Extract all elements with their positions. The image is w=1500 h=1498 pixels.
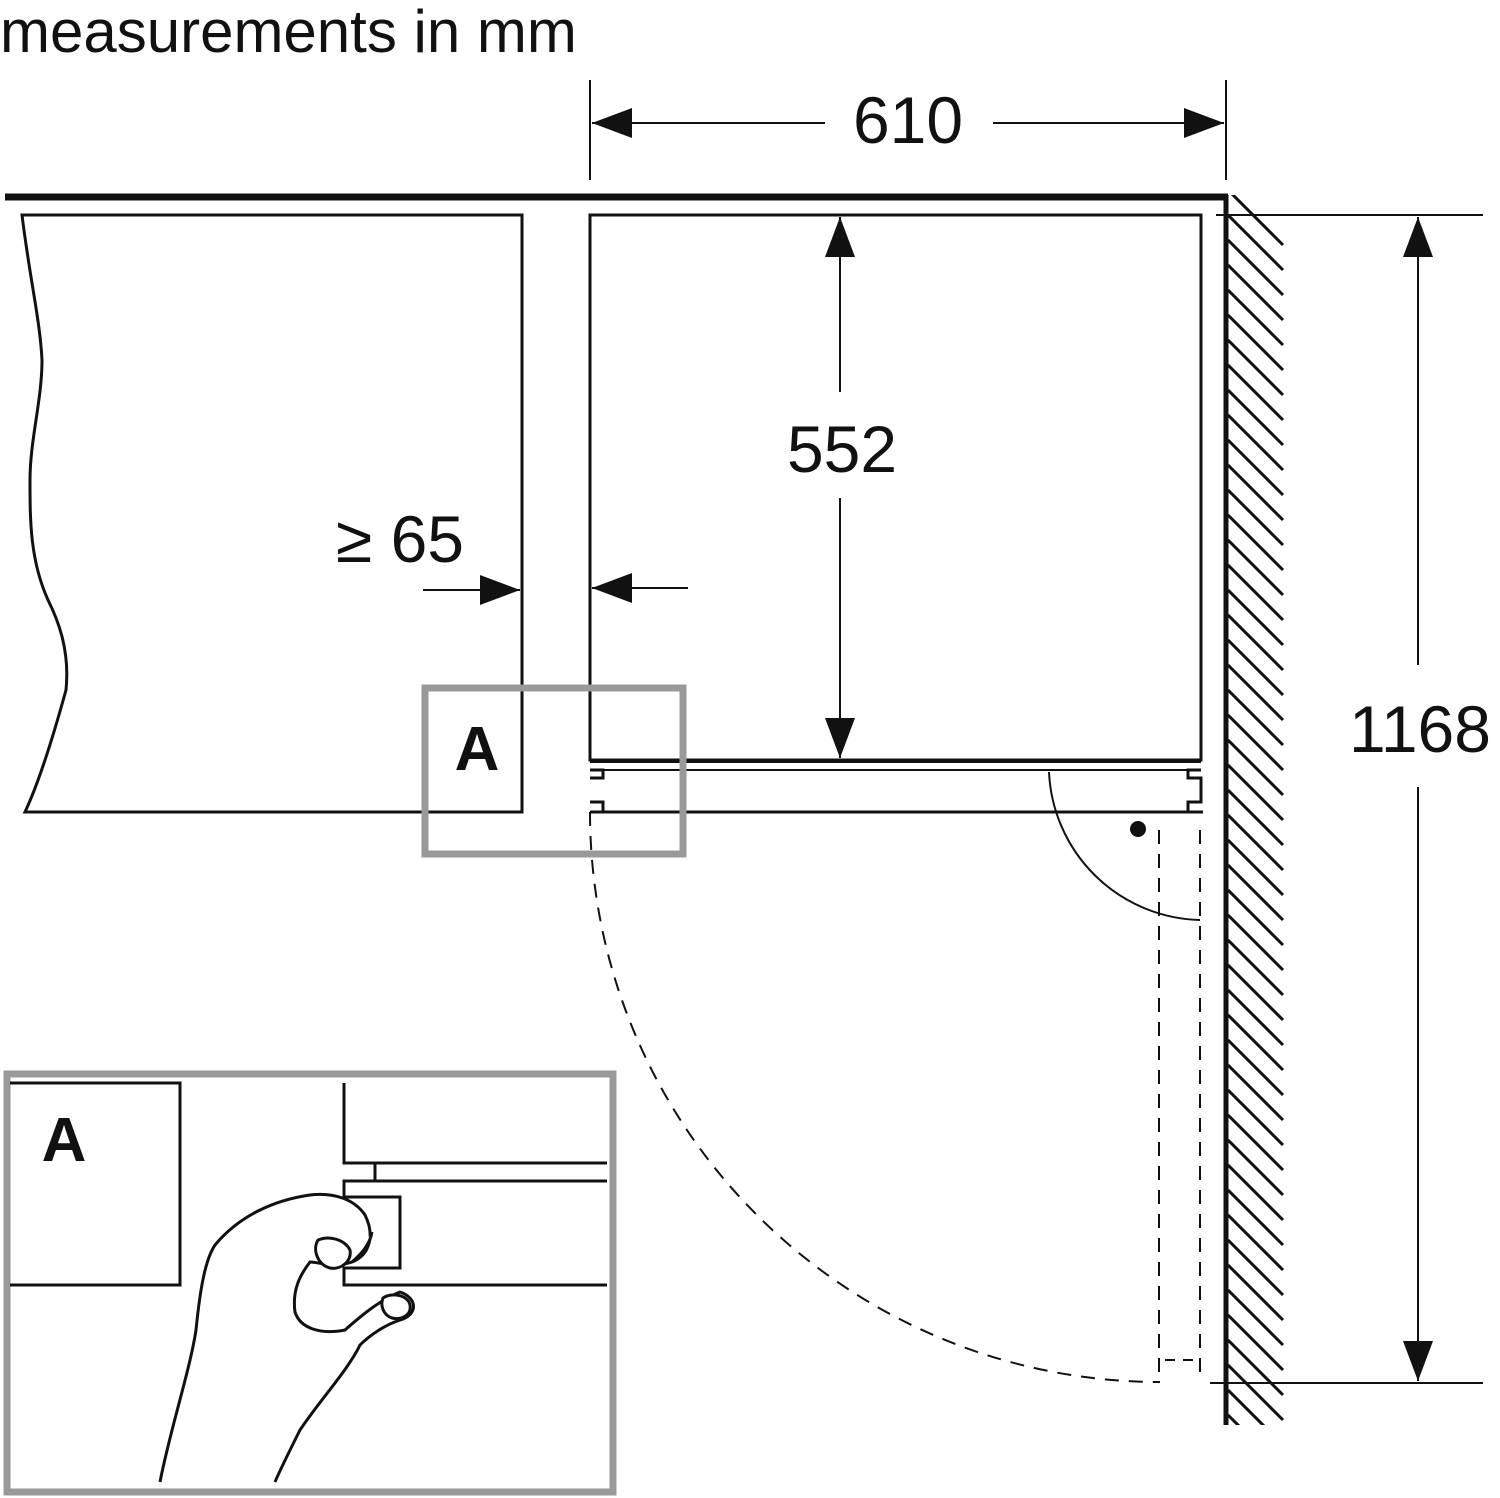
wall-hatch-line [1228, 563, 1285, 622]
wall-hatch-line [1228, 438, 1285, 497]
wall-hatch-line [1228, 288, 1285, 347]
wall-hatch-line [1228, 1338, 1285, 1397]
wall-hatch-line [1228, 488, 1285, 547]
detail-marker-frame [421, 684, 687, 858]
wall-hatch-line [1228, 413, 1285, 472]
wall-hatch-line [1228, 1313, 1285, 1372]
diagram-title: measurements in mm [0, 0, 577, 65]
wall-hatch-line [1228, 863, 1285, 922]
wall-hatch-line [1228, 1288, 1285, 1347]
wall [1223, 195, 1285, 1425]
wall-hatch-line [1228, 913, 1285, 972]
inset-label: A [42, 1106, 87, 1175]
wall-hatch-line [1228, 888, 1285, 947]
wall-hatch-line [1228, 213, 1285, 272]
wall-hatch-line [1228, 663, 1285, 722]
wall-hatch-line [1228, 763, 1285, 822]
adjacent-cabinet [20, 213, 524, 814]
wall-hatch-line [1228, 1388, 1266, 1425]
wall-hatch-line [1228, 338, 1285, 397]
wall-hatch-line [1228, 688, 1285, 747]
wall-hatch-line [1228, 1263, 1285, 1322]
wall-hatch-line [1228, 238, 1285, 297]
wall-hatch-line [1228, 838, 1285, 897]
wall-hatch-line [1228, 813, 1285, 872]
wall-hatch-line [1228, 1238, 1285, 1297]
gap-dimension [423, 573, 688, 605]
wall-hatch-line [1228, 263, 1285, 322]
wall-hatch-line [1228, 313, 1285, 372]
wall-hatch-line [1228, 1138, 1285, 1197]
wall-hatch-line [1228, 1038, 1285, 1097]
wall-hatch-line [1228, 388, 1285, 447]
door-swing [589, 771, 1201, 1383]
wall-hatch-line [1228, 738, 1285, 797]
wall-hatch-line [1228, 1063, 1285, 1122]
door-swing-dimension [1210, 214, 1483, 1384]
wall-hatch-line [1228, 963, 1285, 1022]
appliance-body [588, 213, 1203, 814]
wall-hatch-line [1228, 938, 1285, 997]
wall-hatch-line [1228, 1188, 1285, 1247]
wall-hatch-line [1228, 463, 1285, 522]
wall-hatch-line [1228, 1363, 1285, 1422]
wall-hatch-line [1228, 613, 1285, 672]
wall-hatch-line [1230, 195, 1285, 247]
hand-illustration [158, 1192, 415, 1483]
door-swing-label: 1168 [1349, 692, 1491, 766]
width-label: 610 [853, 83, 963, 157]
wall-hatch-line [1228, 638, 1285, 697]
wall-hatch-line [1228, 1213, 1285, 1272]
wall-hatch-line [1228, 588, 1285, 647]
wall-hatch-line [1228, 1163, 1285, 1222]
wall-hatch-line [1228, 1113, 1285, 1172]
width-dimension [589, 80, 1227, 180]
depth-label: 552 [787, 412, 897, 486]
wall-hatch-line [1228, 1413, 1241, 1425]
gap-label: ≥ 65 [336, 502, 464, 576]
wall-hatch-line [1228, 363, 1285, 422]
wall-hatch-line [1228, 1013, 1285, 1072]
detail-marker-label: A [455, 715, 500, 784]
wall-hatch-line [1228, 713, 1285, 772]
wall-hatch-line [1228, 1088, 1285, 1147]
wall-hatch-line [1228, 538, 1285, 597]
wall-hatch-line [1228, 988, 1285, 1047]
hinge-pivot-dot [1130, 821, 1146, 837]
wall-hatch-line [1228, 788, 1285, 847]
wall-hatch-line [1228, 513, 1285, 572]
detail-inset: A [3, 1070, 617, 1496]
